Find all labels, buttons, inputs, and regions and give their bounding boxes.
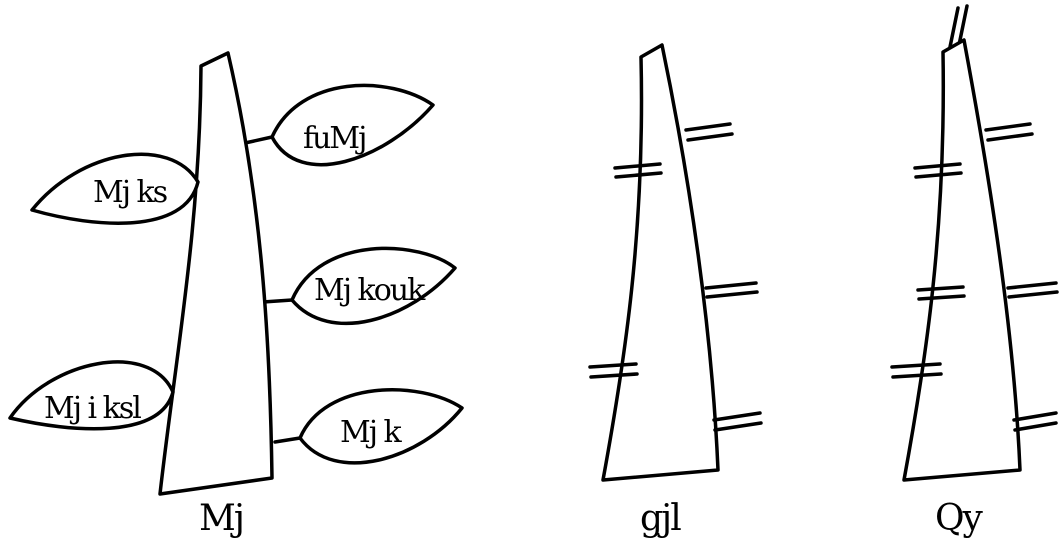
figure-caption: gjl xyxy=(640,498,681,538)
leaf-shape xyxy=(8,360,175,431)
leaf-label: Mj kouk xyxy=(314,273,426,308)
figure-caption: Qy xyxy=(935,498,984,538)
double-tick-mark xyxy=(913,162,963,179)
double-tick-mark xyxy=(684,122,734,142)
leaf-shape xyxy=(270,83,435,167)
double-tick-mark xyxy=(948,4,969,49)
double-tick-mark xyxy=(704,281,759,299)
double-tick-mark xyxy=(890,362,943,379)
connector-line xyxy=(261,298,294,304)
stem-shape xyxy=(158,51,274,496)
leaf: fuMj xyxy=(270,83,435,167)
double-tick-mark xyxy=(712,411,763,432)
figure-caption: Mj xyxy=(199,498,243,538)
leaf-label: Mj i ksl xyxy=(44,391,141,426)
stem-shape xyxy=(601,43,720,482)
connector-line xyxy=(273,436,302,444)
leaf: Mj kouk xyxy=(290,246,457,326)
double-tick-mark xyxy=(984,122,1034,142)
connector-line xyxy=(243,135,274,145)
leaf-label: fuMj xyxy=(303,121,365,156)
leaf: Mj ks xyxy=(30,152,200,225)
leaf-shape xyxy=(298,388,464,465)
stem-shape xyxy=(902,38,1022,482)
leaf-label: Mj ks xyxy=(93,175,167,210)
double-tick-mark xyxy=(1012,411,1058,432)
double-tick-mark xyxy=(613,162,663,179)
leaf-shape xyxy=(290,246,457,326)
leaf: Mj i ksl xyxy=(8,360,175,431)
double-tick-mark xyxy=(916,285,966,301)
leaf-shape xyxy=(30,152,200,225)
double-tick-mark xyxy=(1006,281,1059,299)
leaf-label: Mj k xyxy=(340,415,403,450)
figure-stem-with-double-ticks-top: Qy xyxy=(890,4,1059,539)
figure-stem-with-double-ticks: gjl xyxy=(588,43,763,539)
double-tick-mark xyxy=(588,362,639,379)
leaf: Mj k xyxy=(298,388,464,465)
figure-stem-with-leaves: fuMj Mj ks Mj kouk Mj i ksl Mj k Mj xyxy=(8,51,464,539)
